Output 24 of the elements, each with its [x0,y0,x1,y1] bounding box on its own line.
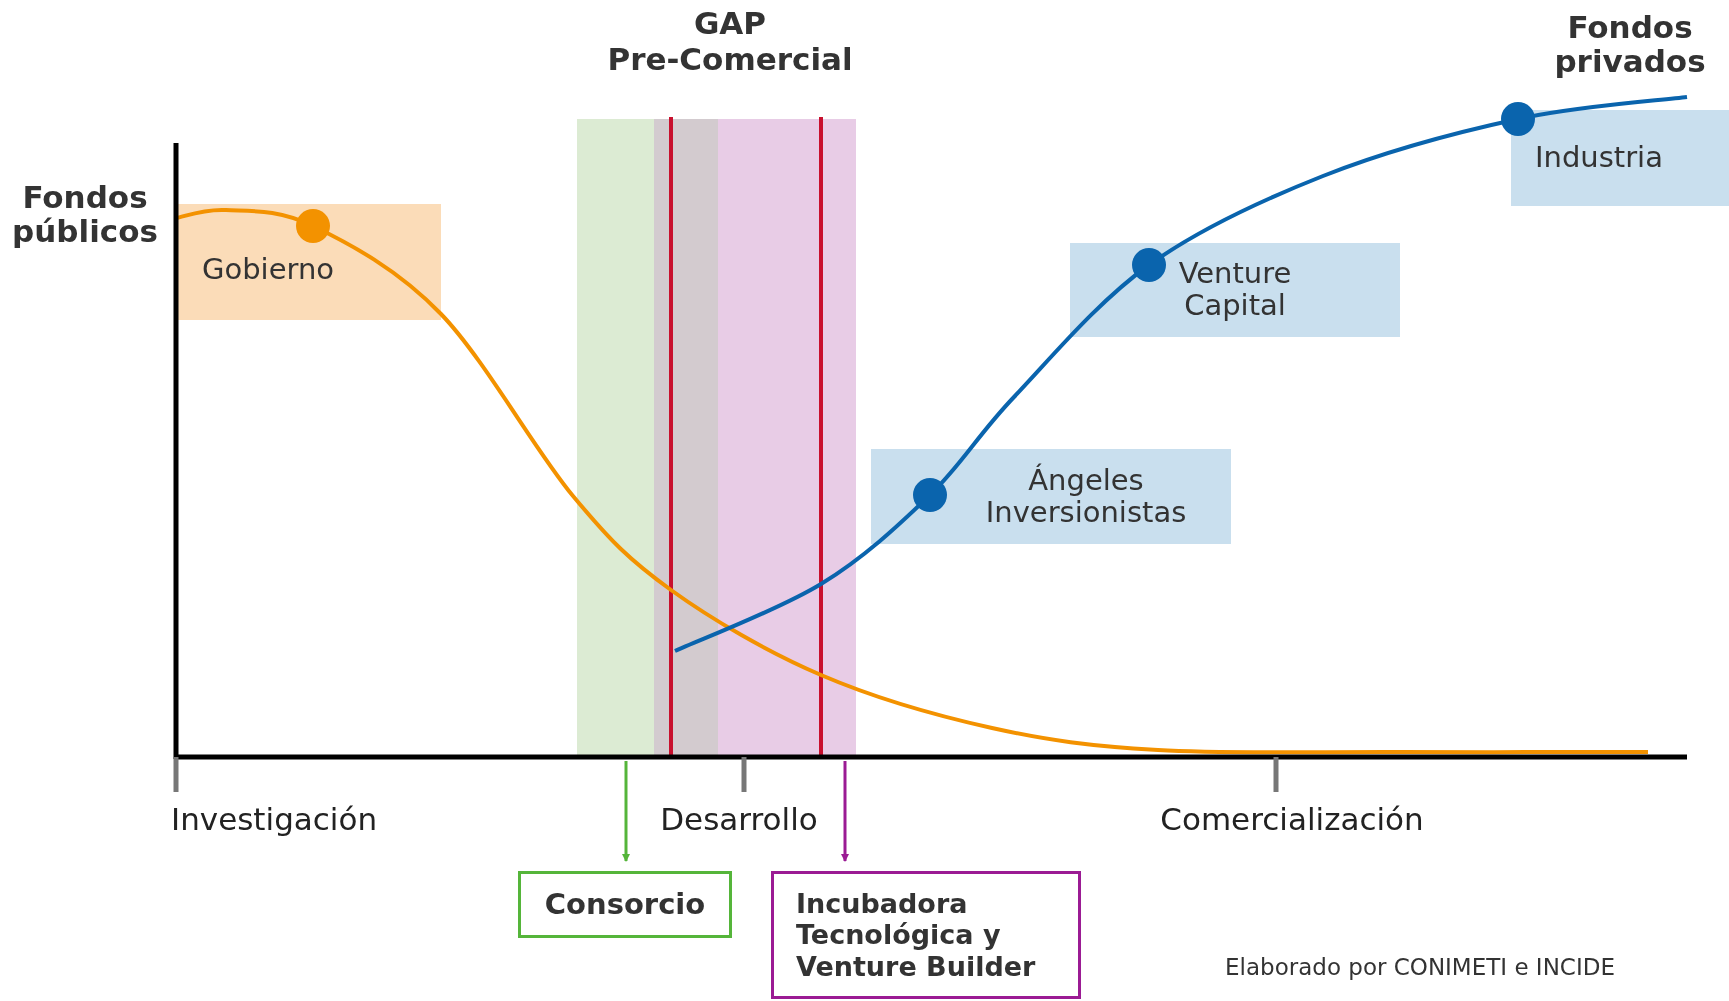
label-box [771,871,1081,999]
funding-band [1070,243,1400,337]
label-box [518,871,732,938]
axis-title: Fondos privados [1553,10,1707,79]
stage-label: Desarrollo [659,800,819,839]
arrow [841,761,849,862]
funding-band [871,449,1231,544]
node-label: Incubadora Tecnológica y Venture Builder [796,888,1037,982]
arrow [622,761,630,862]
zone-band [718,119,856,757]
stage-label: Comercialización [1159,800,1425,839]
node-label: Venture Capital [1177,258,1293,322]
funding-band [1511,110,1729,206]
funding-band [176,204,441,320]
node-label: Ángeles Inversionistas [984,464,1188,529]
node-label: Industria [1535,142,1663,174]
credit-note: Elaborado por CONIMETI e INCIDE [1224,953,1616,982]
zone-band [577,119,654,757]
node-label: Gobierno [202,254,335,286]
node-label: Consorcio [544,888,706,921]
zone-title: GAP Pre-Comercial [606,6,854,78]
axis-title: Fondos públicos [11,180,159,249]
zone-band [654,119,718,757]
stage-label: Investigación [171,800,378,839]
